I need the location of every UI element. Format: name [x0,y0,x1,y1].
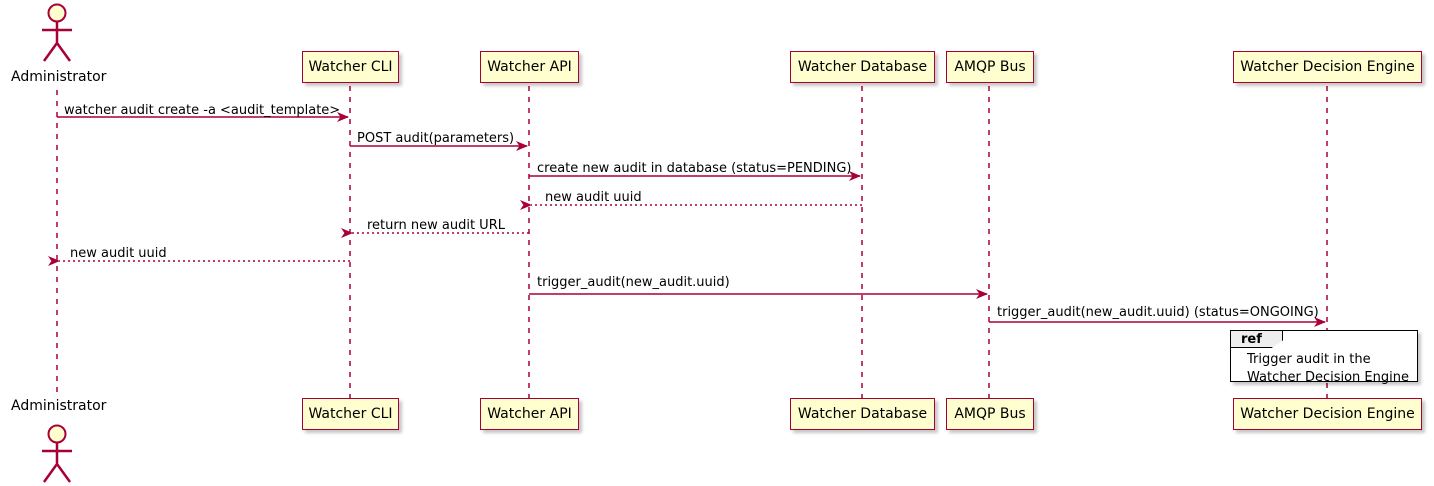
message-arrows-group [48,112,1326,327]
participant-label-watcher-database: Watcher Database [797,406,928,422]
ref-fragment-text-line-0: Trigger audit in the [1247,352,1371,367]
participant-label-watcher-database: Watcher Database [797,59,928,75]
participant-label-amqp-bus: AMQP Bus [954,59,1026,75]
message-label-m5: return new audit URL [367,218,505,233]
participant-box-watcher-cli-bottom[interactable]: Watcher CLI [302,398,399,430]
participant-box-watcher-database-top[interactable]: Watcher Database [790,51,935,83]
participant-box-watcher-database-bottom[interactable]: Watcher Database [790,398,935,430]
participant-box-watcher-api-top[interactable]: Watcher API [480,51,579,83]
participant-label-watcher-decision-engine: Watcher Decision Engine [1240,59,1415,75]
actor-figure-bottom [42,424,72,483]
message-label-m7: trigger_audit(new_audit.uuid) [537,275,730,290]
actor-label-administrator-bottom: Administrator [11,398,107,414]
participant-label-amqp-bus: AMQP Bus [954,406,1026,422]
participant-box-watcher-decision-engine-bottom[interactable]: Watcher Decision Engine [1233,398,1422,430]
lifelines-group [56,86,1328,398]
participant-label-watcher-api: Watcher API [487,59,572,75]
actor-label-administrator-top: Administrator [11,69,107,85]
message-label-m4: new audit uuid [545,190,642,205]
participant-box-amqp-bus-bottom[interactable]: AMQP Bus [946,398,1034,430]
participant-label-watcher-cli: Watcher CLI [308,406,393,422]
message-label-m3: create new audit in database (status=PEN… [537,161,852,176]
actor-figure-top [42,3,72,62]
participant-box-watcher-cli-top[interactable]: Watcher CLI [302,51,399,83]
participant-box-watcher-decision-engine-top[interactable]: Watcher Decision Engine [1233,51,1422,83]
message-label-m6: new audit uuid [70,246,167,261]
message-label-m8: trigger_audit(new_audit.uuid) (status=ON… [997,305,1319,320]
actor-figures-group [42,3,72,483]
message-label-m2: POST audit(parameters) [357,131,515,146]
ref-fragment-operator: ref [1231,331,1283,348]
participant-label-watcher-api: Watcher API [487,406,572,422]
ref-fragment-text-line-1: Watcher Decision Engine [1247,369,1409,385]
participant-box-watcher-api-bottom[interactable]: Watcher API [480,398,579,430]
participant-label-watcher-decision-engine: Watcher Decision Engine [1240,406,1415,422]
participant-box-amqp-bus-top[interactable]: AMQP Bus [946,51,1034,83]
message-label-m1: watcher audit create -a <audit_template> [64,103,341,118]
participant-label-watcher-cli: Watcher CLI [308,59,393,75]
